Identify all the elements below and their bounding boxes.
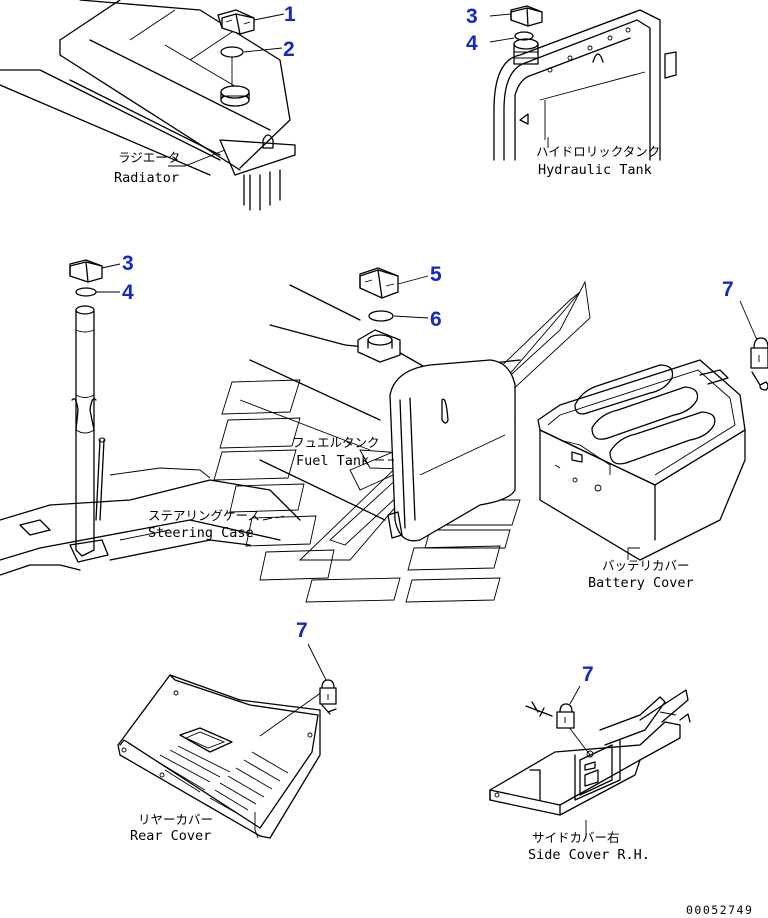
- radiator-drawing: [0, 0, 296, 211]
- side-cover-rh-label-en: Side Cover R.H.: [528, 847, 650, 863]
- callout-7-side-lock: 7: [582, 663, 594, 686]
- steering-case-label-en: Steering Case: [148, 525, 254, 541]
- battery-cover-label-jp: バッテリカバー: [602, 558, 690, 573]
- side-cover-rh-drawing: [489, 685, 691, 816]
- hydraulic-tank-label-jp: ハイドロリックタンク: [536, 144, 660, 159]
- steering-case-label-jp: ステアリングケース: [148, 508, 260, 523]
- callout-4-steering-o-ring: 4: [122, 281, 134, 304]
- callout-4-hydraulic-o-ring: 4: [466, 32, 478, 55]
- steering-case-drawing: [0, 259, 301, 576]
- fuel-tank-label-jp: フュエルタンク: [292, 435, 380, 450]
- rear-cover-label-jp: リヤーカバー: [138, 812, 213, 827]
- hydraulic-tank-label-en: Hydraulic Tank: [538, 162, 652, 178]
- document-number: 00052749: [686, 903, 753, 917]
- label-leaders: [168, 137, 640, 839]
- hydraulic-tank-drawing: [489, 5, 677, 161]
- battery-cover-label-en: Battery Cover: [588, 575, 694, 591]
- side-cover-rh-label-jp: サイドカバー右: [532, 830, 620, 845]
- radiator-label-en: Radiator: [114, 170, 179, 186]
- callout-6-fuel-o-ring: 6: [430, 308, 442, 331]
- callout-5-fuel-cap: 5: [430, 263, 442, 286]
- rear-cover-drawing: [117, 643, 337, 839]
- battery-cover-drawing: [537, 300, 768, 561]
- callout-3-steering-cap: 3: [122, 252, 134, 275]
- callout-3-hydraulic-cap: 3: [466, 5, 478, 28]
- callout-2-radiator-o-ring: 2: [283, 38, 295, 61]
- callout-7-rear-lock: 7: [296, 619, 308, 642]
- fuel-tank-label-en: Fuel Tank: [296, 453, 369, 469]
- callout-1-radiator-cap: 1: [284, 3, 296, 26]
- radiator-label-jp: ラジエータ: [118, 150, 180, 165]
- callout-7-battery-lock: 7: [722, 278, 734, 301]
- fuel-tank-drawing: [239, 267, 521, 542]
- rear-cover-label-en: Rear Cover: [130, 828, 211, 844]
